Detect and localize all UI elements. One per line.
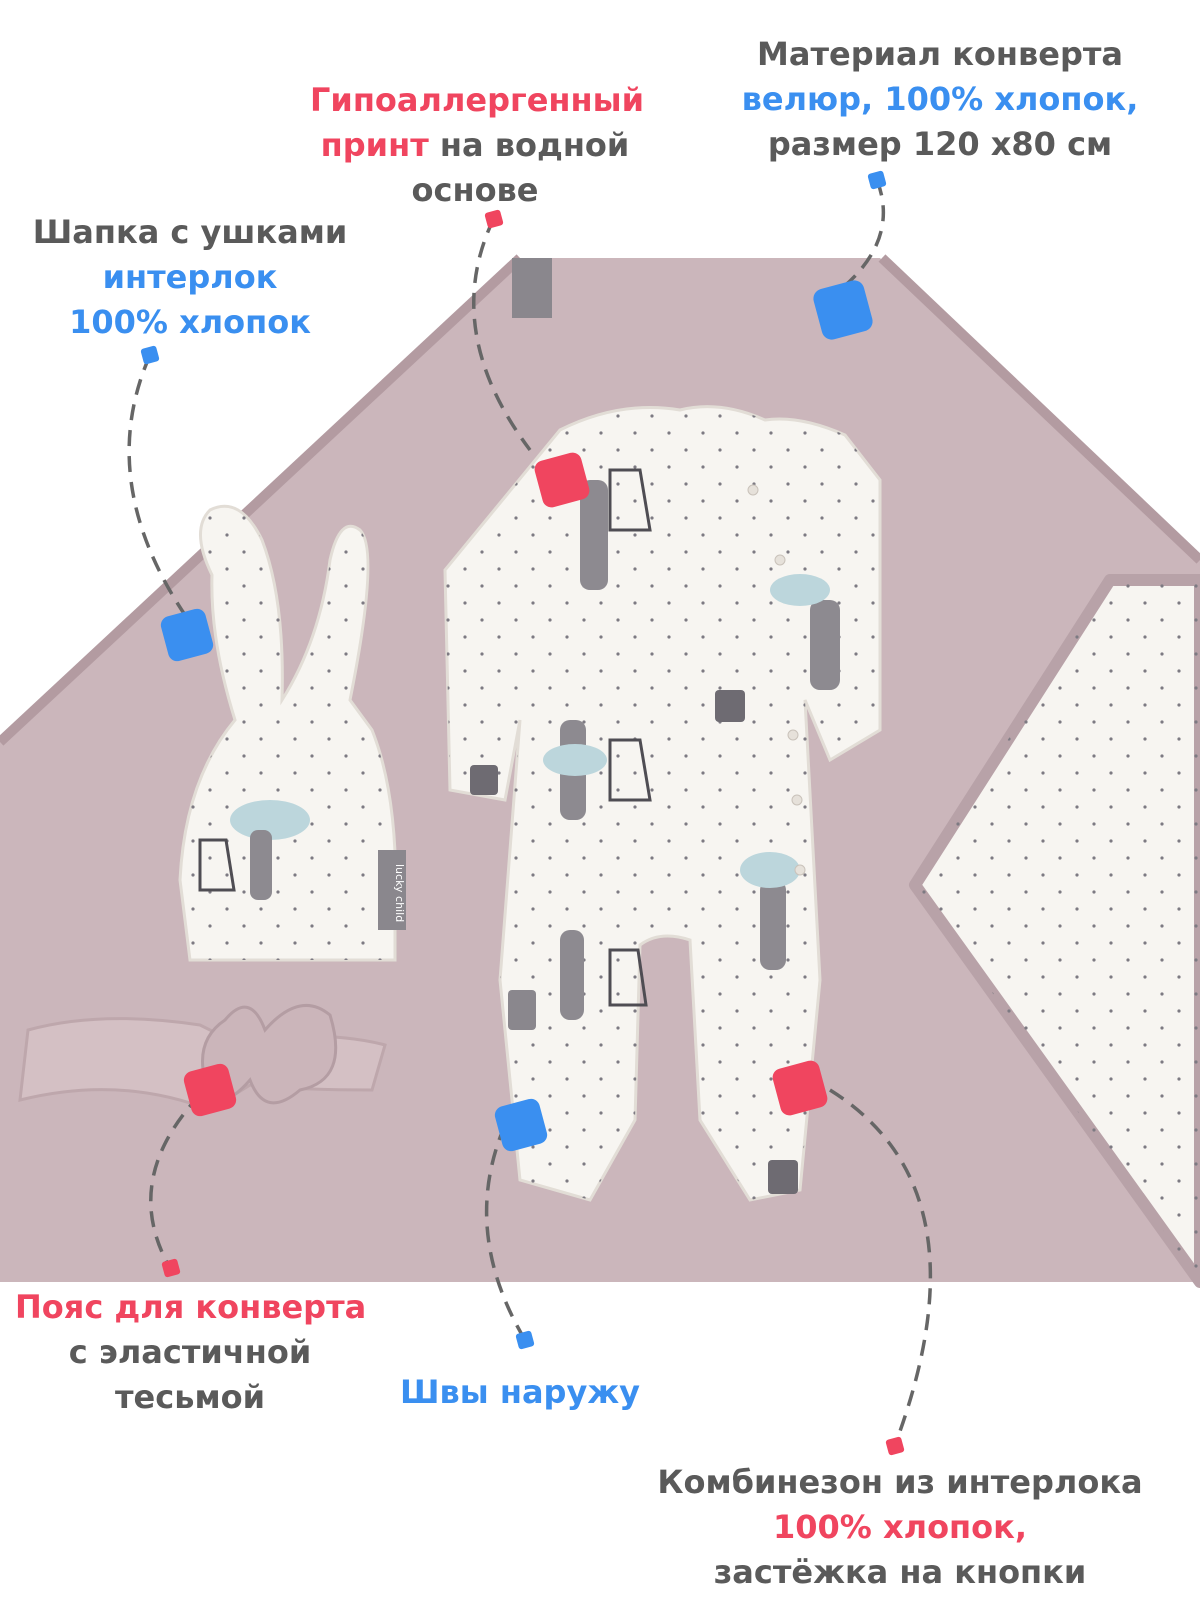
callout-belt-line-2: с эластичной	[68, 1333, 312, 1371]
callout-print-line-2: на водной	[428, 126, 630, 164]
callout-overall-line-1: Комбинезон из интерлока	[657, 1463, 1143, 1501]
velour-headband	[18, 1003, 387, 1112]
connector-overall	[829, 1088, 933, 1446]
dashed-connector-icon	[127, 179, 933, 1446]
connector-envelope	[838, 179, 886, 292]
callout-hat: Шапка с ушками интерлок 100% хлопок	[30, 210, 350, 345]
callout-overall-line-3: застёжка на кнопки	[713, 1553, 1087, 1591]
callout-belt-line-3: тесьмой	[114, 1378, 265, 1416]
callout-envelope-line-1: Материал конверта	[757, 35, 1123, 73]
callout-hat-line-3: 100% хлопок	[69, 303, 311, 341]
hat-brand-tag: lucky child	[393, 863, 406, 923]
callout-overall-line-2: 100% хлопок,	[772, 1508, 1028, 1546]
callout-print-line-1: Гипоаллергенный	[310, 81, 644, 119]
callout-hat-line-2: интерлок	[102, 258, 278, 296]
callout-envelope-line-2: велюр, 100% хлопок,	[741, 80, 1139, 118]
bunny-hat	[178, 504, 406, 962]
callout-overall: Комбинезон из интерлока 100% хлопок, зас…	[650, 1460, 1150, 1595]
callout-hat-line-1: Шапка с ушками	[32, 213, 348, 251]
connector-print	[472, 217, 532, 452]
callout-seams: Швы наружу	[395, 1370, 645, 1415]
callout-envelope: Материал конверта велюр, 100% хлопок, ра…	[720, 32, 1160, 167]
callout-envelope-line-3: размер 120 х80 см	[767, 125, 1113, 163]
callout-print-line-2-accent: принт	[320, 126, 429, 164]
connector-hat	[127, 354, 187, 616]
callout-seams-line-1: Швы наружу	[399, 1373, 641, 1411]
connector-belt	[149, 1093, 202, 1269]
callout-belt-line-1: Пояс для конверта	[15, 1288, 367, 1326]
callout-print: Гипоаллергенный принт на водной основе	[310, 78, 644, 213]
rounded-square-marker-icon	[140, 170, 905, 1456]
callout-belt: Пояс для конверта с эластичной тесьмой	[15, 1285, 367, 1420]
blanket-brand-tag	[512, 258, 552, 318]
connector-seams	[484, 1124, 527, 1341]
interlock-overall	[443, 405, 882, 1202]
callout-print-line-3: основе	[411, 171, 539, 209]
